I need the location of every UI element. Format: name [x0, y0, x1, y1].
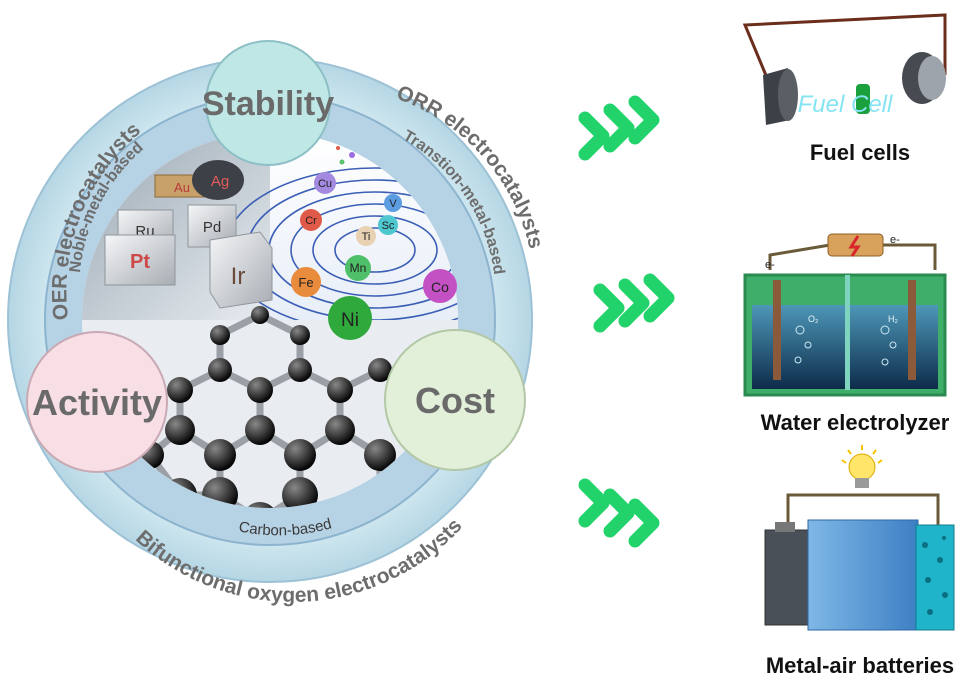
element-pt: Pt	[130, 251, 150, 273]
electron-left: e-	[765, 259, 775, 271]
metal-air-batteries-label: Metal-air batteries	[766, 653, 954, 678]
sc-ball	[378, 215, 398, 235]
pt-cube	[104, 234, 176, 286]
cu-ball	[314, 172, 336, 194]
cost-label: Cost	[415, 380, 495, 421]
transition-metal-balls: Cu V Sc Cr Ti Mn Fe Co Ni	[291, 146, 457, 340]
cost-circle	[384, 329, 526, 471]
ir-cube	[209, 231, 273, 309]
element-pd: Pd	[203, 219, 221, 236]
element-cu: Cu	[318, 178, 332, 190]
element-cr: Cr	[305, 215, 317, 227]
ag-disk	[192, 160, 244, 200]
h2-label: H₂	[888, 314, 898, 324]
element-fe: Fe	[298, 275, 313, 290]
co-ball	[423, 269, 457, 303]
element-co: Co	[431, 279, 449, 295]
water-electrolyzer-device: e- e- O₂ H₂	[743, 233, 947, 397]
metal-air-battery-device	[764, 445, 955, 631]
arrow-fuel-cells	[578, 95, 660, 161]
element-v: V	[389, 198, 397, 210]
element-ir: Ir	[231, 263, 246, 290]
element-ti: Ti	[362, 231, 371, 243]
fuel-cell-sign: Fuel Cell	[798, 91, 893, 118]
element-au: Au	[174, 180, 190, 195]
ni-ball	[328, 296, 372, 340]
element-mn: Mn	[350, 261, 367, 275]
element-ni: Ni	[341, 310, 359, 331]
fe-ball	[291, 267, 321, 297]
cr-ball	[300, 209, 322, 231]
activity-circle	[26, 331, 168, 473]
arrow-metal-air	[578, 478, 660, 548]
arrows	[578, 95, 675, 548]
element-sc: Sc	[382, 220, 395, 232]
criteria-circles: Stability Activity Cost	[26, 40, 526, 473]
ti-ball	[356, 226, 376, 246]
fuel-cell-device: Fuel Cell	[742, 13, 947, 125]
water-electrolyzer-label: Water electrolyzer	[761, 410, 950, 435]
stability-circle	[205, 40, 331, 166]
o2-label: O₂	[808, 314, 819, 324]
activity-label: Activity	[32, 382, 162, 423]
mn-ball	[345, 255, 371, 281]
carbon-sector	[82, 320, 458, 508]
element-ag: Ag	[211, 173, 229, 190]
stability-label: Stability	[202, 85, 334, 123]
noble-metal-cubes: Au Ag Ru Pd Pt Ir	[104, 160, 273, 309]
arrow-water-electrolyzer	[593, 273, 675, 333]
electron-right: e-	[890, 234, 900, 246]
fuel-cells-label: Fuel cells	[810, 140, 910, 165]
v-ball	[384, 194, 402, 212]
